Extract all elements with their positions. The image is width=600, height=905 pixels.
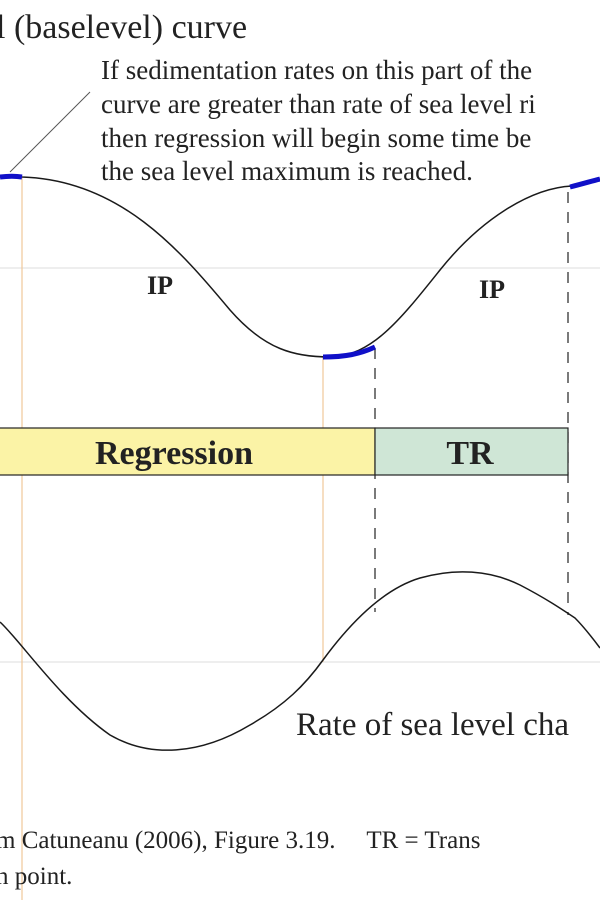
tr-bar xyxy=(374,427,569,476)
highlight-segment-trough xyxy=(322,344,377,360)
regression-label: Regression xyxy=(95,435,253,472)
ip-label-right: IP xyxy=(479,275,505,304)
annotation-line-2: curve are greater than rate of sea level… xyxy=(101,89,536,119)
tr-label: TR xyxy=(446,435,494,472)
rate-of-change-label: Rate of sea level cha xyxy=(296,707,569,743)
highlight-segment-right xyxy=(569,176,600,190)
annotation-pointer-line xyxy=(9,91,91,173)
annotation-line-1: If sedimentation rates on this part of t… xyxy=(101,55,532,85)
annotation-line-3: then regression will begin some time be xyxy=(101,123,531,153)
regression-bar xyxy=(0,427,376,476)
caption-line-2: n point. xyxy=(0,863,72,890)
sea-level-curve xyxy=(0,175,600,358)
rate-of-change-curve xyxy=(0,571,600,751)
diagram-title: l (baselevel) curve xyxy=(0,9,247,46)
caption-line-1: m Catuneanu (2006), Figure 3.19. TR = Tr… xyxy=(0,827,480,854)
highlight-segment-left xyxy=(0,173,23,180)
annotation-line-4: the sea level maximum is reached. xyxy=(101,156,473,186)
ip-label-left: IP xyxy=(147,271,173,300)
